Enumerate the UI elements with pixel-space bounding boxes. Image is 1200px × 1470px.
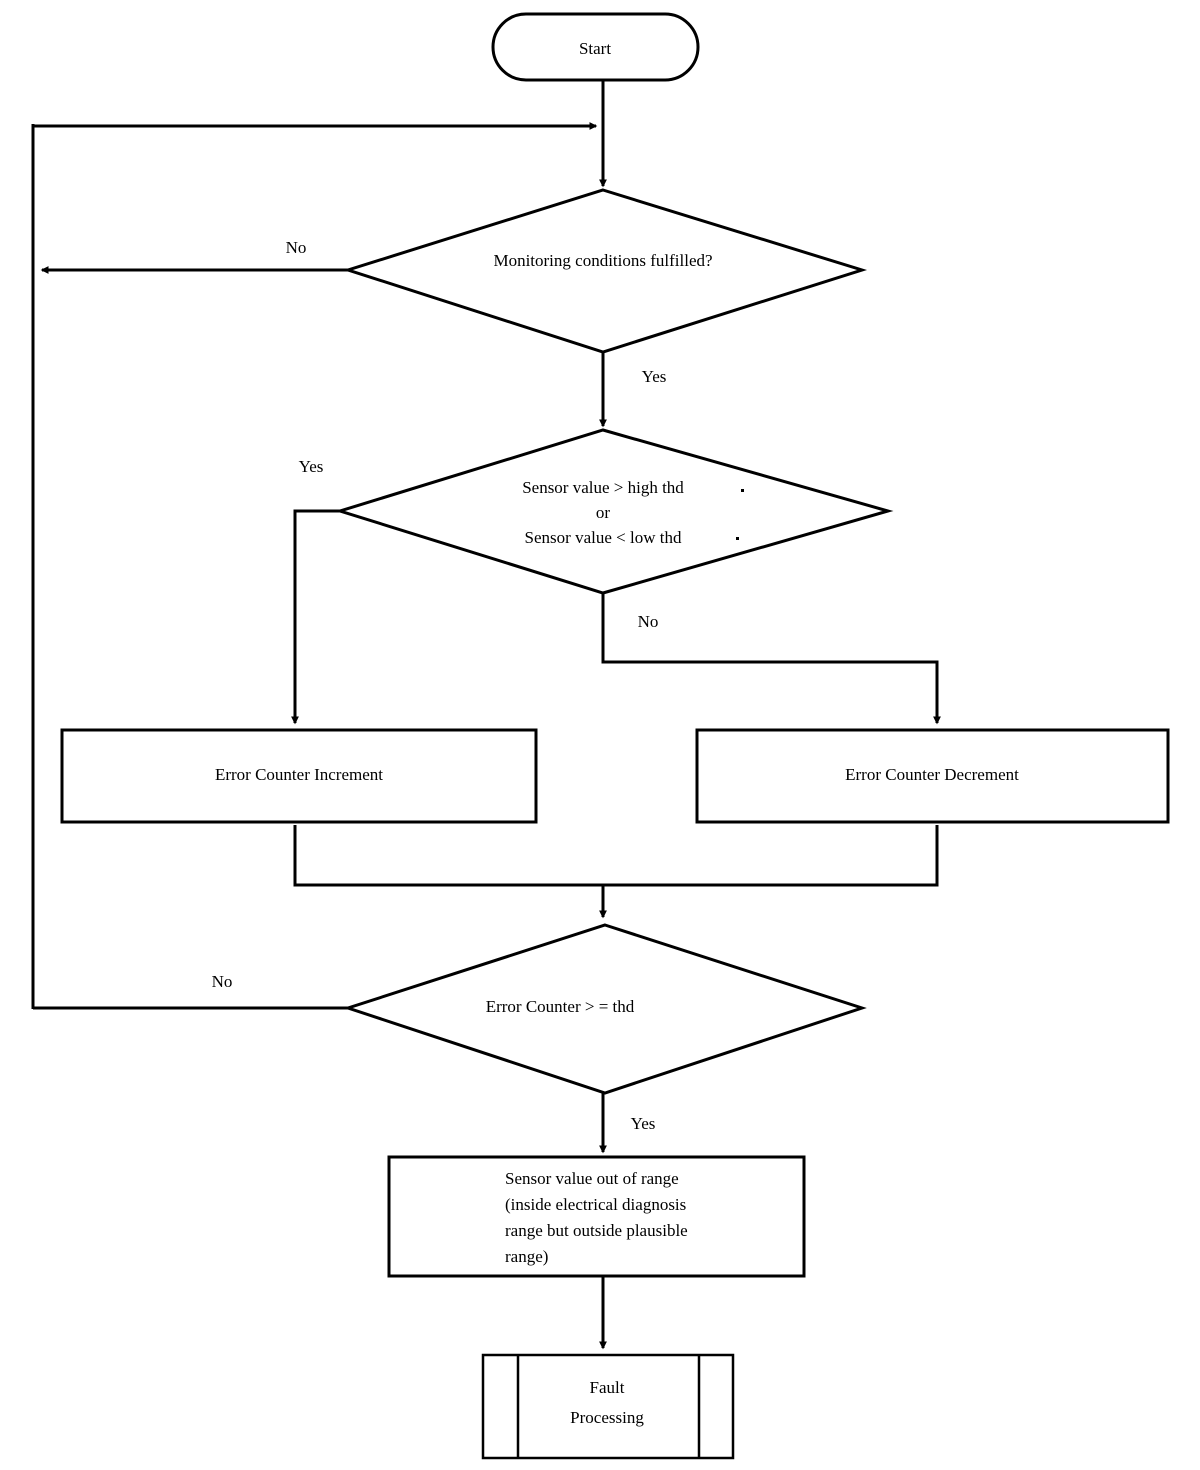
edge-label-monitoring-no: No: [286, 238, 307, 257]
node-decision-threshold-line1: Sensor value > high thd: [522, 478, 684, 497]
node-decision-counter-label: Error Counter > = thd: [486, 997, 635, 1016]
edge-label-counter-yes: Yes: [631, 1114, 656, 1133]
edge-label-monitoring-yes: Yes: [642, 367, 667, 386]
node-decision-monitoring[interactable]: Monitoring conditions fulfilled?: [343, 188, 868, 354]
node-decision-threshold-line3: Sensor value < low thd: [525, 528, 682, 547]
node-start-label: Start: [579, 39, 611, 58]
node-decision-threshold-line2: or: [596, 503, 611, 522]
node-decision-counter[interactable]: Error Counter > = thd: [343, 923, 867, 1095]
edge-threshold-yes: [291, 509, 342, 725]
node-out-of-range-line1: Sensor value out of range: [505, 1169, 679, 1188]
node-counter-increment-label: Error Counter Increment: [215, 765, 383, 784]
node-out-of-range-line4: range): [505, 1247, 548, 1266]
edge-counters-merge: [293, 825, 939, 919]
edge-label-threshold-yes: Yes: [299, 457, 324, 476]
node-decision-threshold[interactable]: Sensor value > high thd or Sensor value …: [334, 428, 894, 595]
node-fault-processing[interactable]: Fault Processing: [481, 1353, 735, 1460]
node-counter-increment[interactable]: Error Counter Increment: [60, 728, 538, 824]
node-out-of-range-line3: range but outside plausible: [505, 1221, 688, 1240]
node-out-of-range[interactable]: Sensor value out of range (inside electr…: [387, 1155, 806, 1278]
node-fault-processing-line1: Fault: [590, 1378, 625, 1397]
node-start[interactable]: Start: [491, 12, 700, 82]
edge-threshold-no: [601, 593, 941, 725]
node-out-of-range-line2: (inside electrical diagnosis: [505, 1195, 686, 1214]
edge-label-counter-no: No: [212, 972, 233, 991]
node-decision-monitoring-label: Monitoring conditions fulfilled?: [493, 251, 712, 270]
edge-label-threshold-no: No: [638, 612, 659, 631]
node-counter-decrement-label: Error Counter Decrement: [845, 765, 1019, 784]
node-fault-processing-line2: Processing: [570, 1408, 644, 1427]
node-counter-decrement[interactable]: Error Counter Decrement: [695, 728, 1170, 824]
